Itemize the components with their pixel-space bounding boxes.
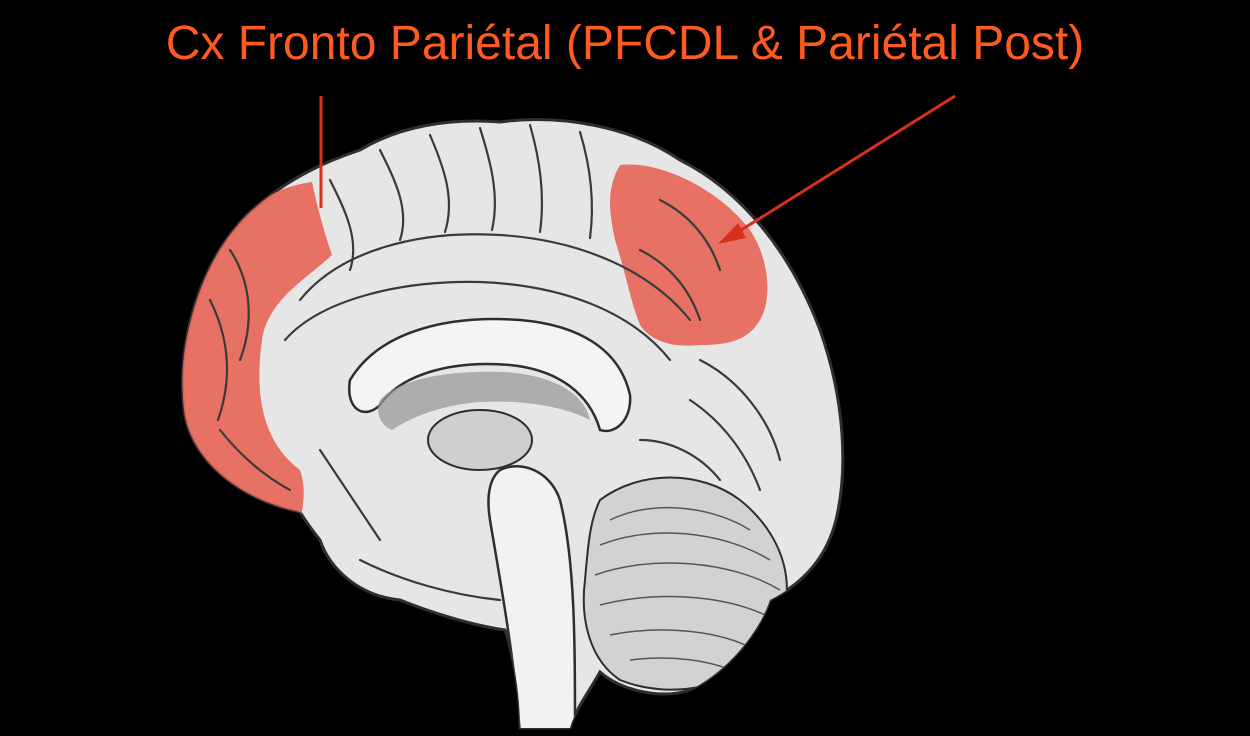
parietal-arrow-line xyxy=(738,96,955,232)
thalamus xyxy=(428,410,532,470)
slide-title: Cx Fronto Pariétal (PFCDL & Pariétal Pos… xyxy=(0,14,1250,74)
